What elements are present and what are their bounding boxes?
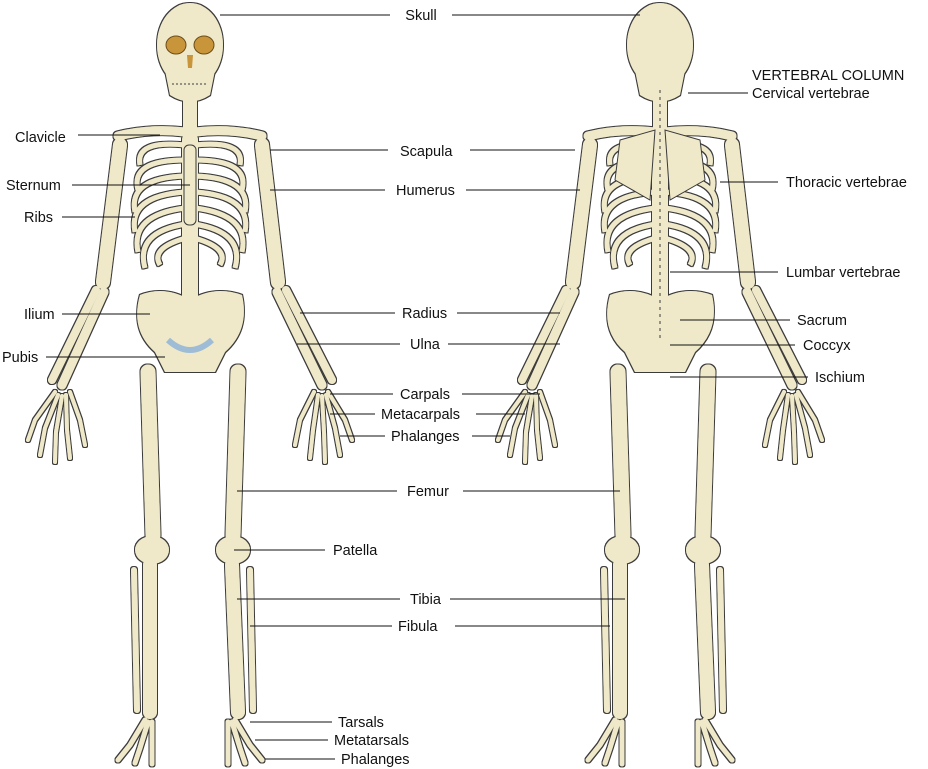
- label-tarsals: Tarsals: [250, 715, 384, 731]
- label-carpals: Carpals: [330, 387, 540, 403]
- svg-text:Scapula: Scapula: [400, 144, 453, 160]
- svg-text:Clavicle: Clavicle: [15, 130, 66, 146]
- pubic-cartilage: [165, 337, 215, 353]
- labels: Skull VERTEBRAL COLUMN Cervical vertebra…: [2, 8, 907, 768]
- svg-text:Humerus: Humerus: [396, 183, 455, 199]
- svg-text:Carpals: Carpals: [400, 387, 450, 403]
- label-metacarpals: Metacarpals: [330, 407, 525, 423]
- svg-text:Lumbar vertebrae: Lumbar vertebrae: [786, 265, 900, 281]
- label-phalanges-foot: Phalanges: [265, 752, 410, 768]
- svg-text:Ribs: Ribs: [24, 210, 53, 226]
- label-clavicle: Clavicle: [15, 130, 160, 146]
- orbit-right: [193, 35, 215, 55]
- label-phalanges-hand: Phalanges: [340, 429, 510, 445]
- label-ribs: Ribs: [24, 210, 135, 226]
- label-ischium: Ischium: [670, 370, 865, 386]
- svg-text:Tibia: Tibia: [410, 592, 442, 608]
- label-vertebral-column: VERTEBRAL COLUMN: [752, 68, 904, 84]
- svg-text:Skull: Skull: [405, 8, 436, 24]
- label-cervical: Cervical vertebrae: [688, 86, 870, 102]
- svg-text:Tarsals: Tarsals: [338, 715, 384, 731]
- label-femur: Femur: [237, 484, 620, 500]
- svg-text:Fibula: Fibula: [398, 619, 438, 635]
- label-coccyx: Coccyx: [670, 338, 851, 354]
- label-metatarsals: Metatarsals: [255, 733, 409, 749]
- svg-text:Radius: Radius: [402, 306, 447, 322]
- label-tibia: Tibia: [237, 592, 625, 608]
- svg-text:Femur: Femur: [407, 484, 449, 500]
- label-thoracic: Thoracic vertebrae: [720, 175, 907, 191]
- svg-text:Metacarpals: Metacarpals: [381, 407, 460, 423]
- label-pubis: Pubis: [2, 350, 165, 366]
- posterior-skeleton: [498, 3, 822, 764]
- label-sacrum: Sacrum: [680, 313, 847, 329]
- anterior-skeleton: [28, 3, 352, 764]
- svg-text:Ilium: Ilium: [24, 307, 55, 323]
- label-skull: Skull: [220, 8, 640, 24]
- svg-text:Phalanges: Phalanges: [341, 752, 410, 768]
- svg-text:Ischium: Ischium: [815, 370, 865, 386]
- nasal-cavity: [187, 55, 193, 68]
- svg-text:Thoracic vertebrae: Thoracic vertebrae: [786, 175, 907, 191]
- label-patella: Patella: [234, 543, 378, 559]
- label-ulna: Ulna: [297, 337, 560, 353]
- scapula-left: [614, 129, 656, 201]
- label-lumbar: Lumbar vertebrae: [670, 265, 900, 281]
- orbit-left: [165, 35, 187, 55]
- svg-text:Pubis: Pubis: [2, 350, 38, 366]
- scapula-right: [664, 129, 706, 201]
- svg-text:Metatarsals: Metatarsals: [334, 733, 409, 749]
- svg-text:Patella: Patella: [333, 543, 378, 559]
- svg-text:Sacrum: Sacrum: [797, 313, 847, 329]
- svg-text:Coccyx: Coccyx: [803, 338, 851, 354]
- label-humerus: Humerus: [270, 183, 580, 199]
- label-fibula: Fibula: [250, 619, 610, 635]
- svg-text:Ulna: Ulna: [410, 337, 441, 353]
- svg-text:Cervical vertebrae: Cervical vertebrae: [752, 86, 870, 102]
- label-scapula: Scapula: [270, 144, 575, 160]
- svg-text:Sternum: Sternum: [6, 178, 61, 194]
- label-radius: Radius: [300, 306, 560, 322]
- svg-text:Phalanges: Phalanges: [391, 429, 460, 445]
- label-ilium: Ilium: [24, 307, 150, 323]
- label-sternum: Sternum: [6, 178, 190, 194]
